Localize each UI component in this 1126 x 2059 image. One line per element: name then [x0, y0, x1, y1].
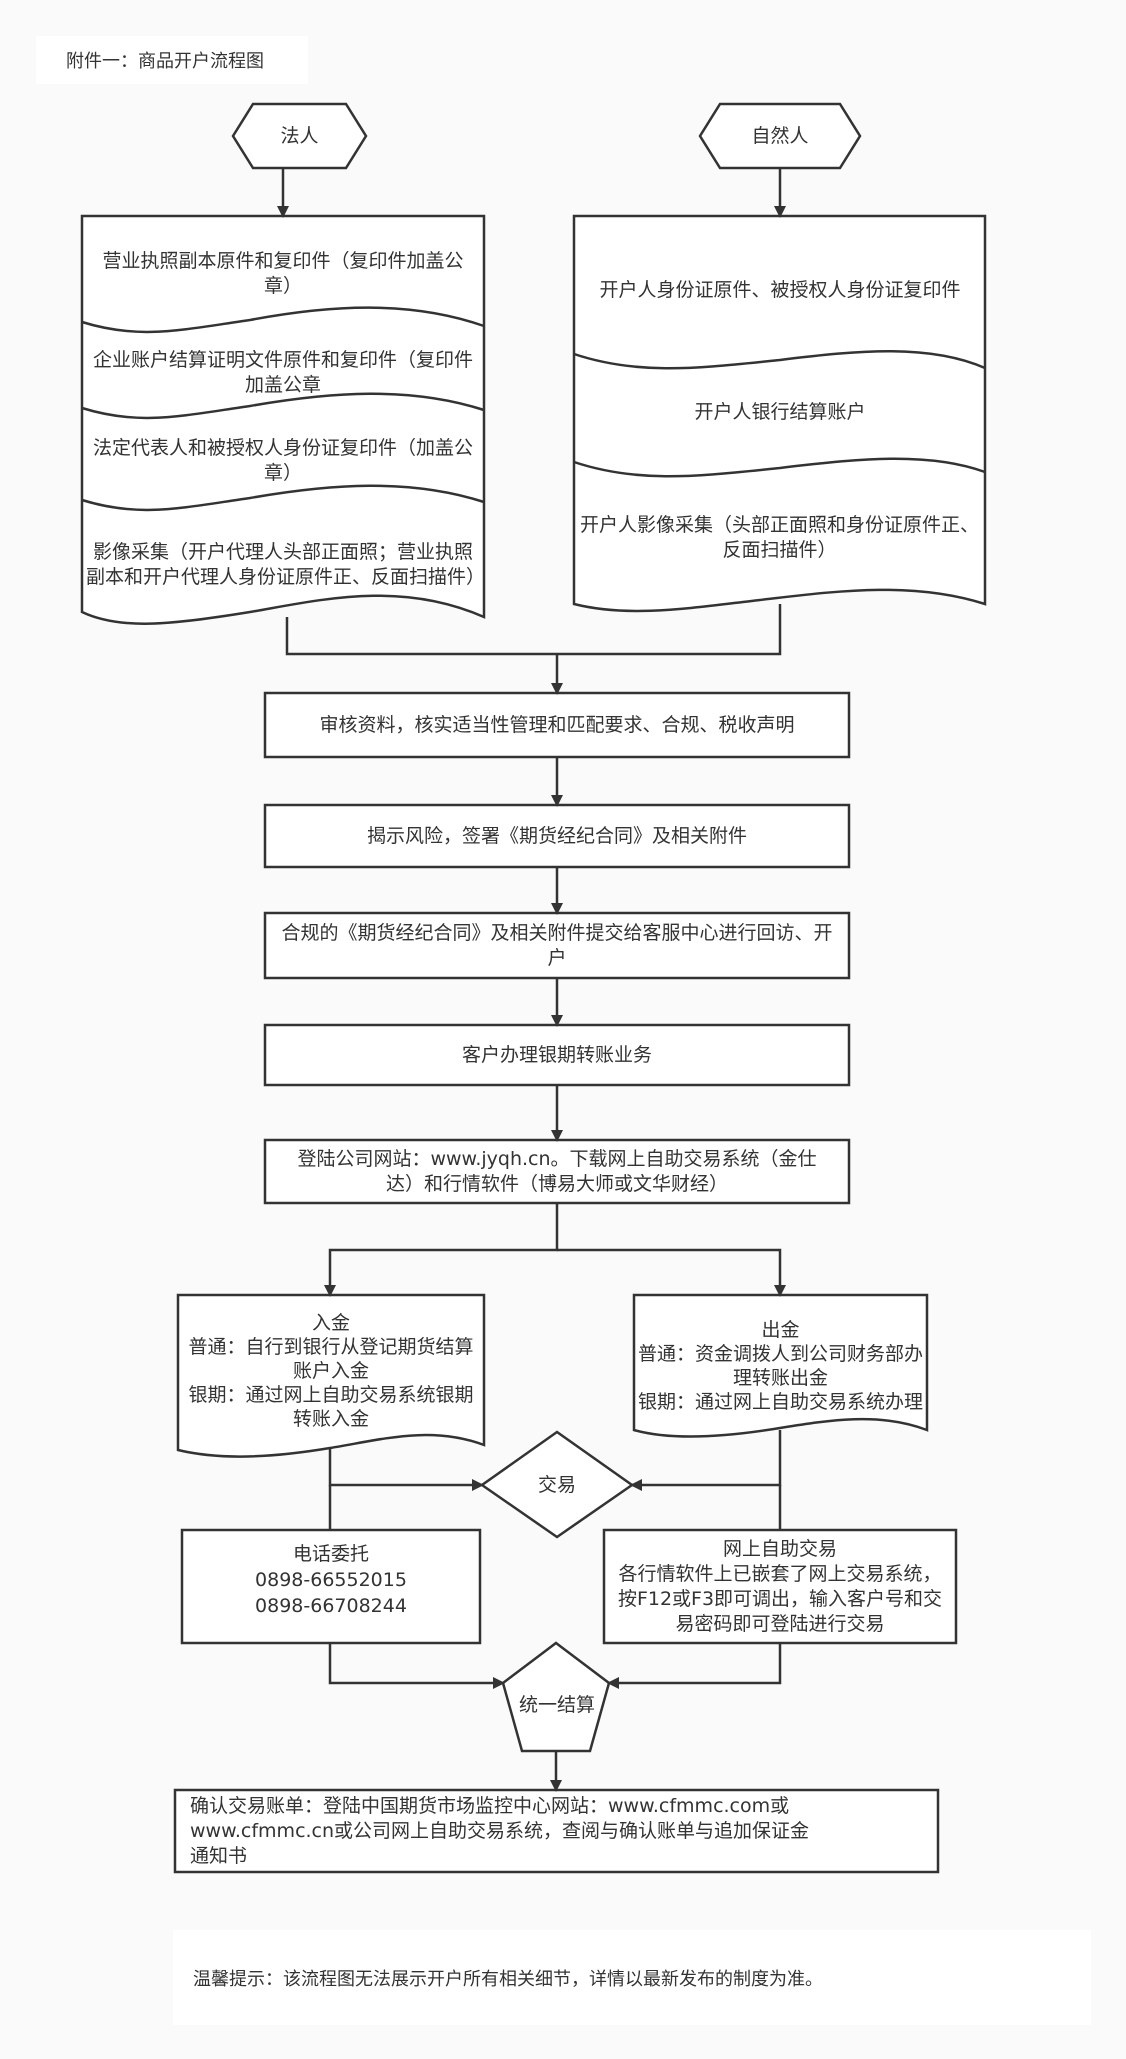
online-order-text: 网上自助交易 各行情软件上已嵌套了网上交易系统，按F12或F3即可调出，输入客户… — [616, 1532, 944, 1642]
legal-doc-id-copies: 法定代表人和被授权人身份证复印件（加盖公章） — [92, 437, 473, 484]
legal-docs-divider-2 — [81, 392, 485, 420]
natural-docs-stack — [572, 214, 987, 613]
bank-transfer-box — [263, 1023, 851, 1087]
natural-doc-image-capture: 开户人影像采集（头部正面照和身份证原件正、反面扫描件） — [579, 514, 979, 561]
legal-doc-account-proof: 企业账户结算证明文件原件和复印件（复印件加盖公章 — [92, 349, 473, 396]
trade-diamond — [479, 1430, 635, 1539]
legal-docs-divider-3 — [81, 484, 485, 512]
natural-doc-id: 开户人身份证原件、被授权人身份证复印件 — [599, 278, 961, 301]
risk-box — [263, 803, 851, 869]
withdraw-line-normal: 普通：资金调拨人到公司财务部办理转账出金 — [637, 1343, 923, 1389]
online-order-title: 网上自助交易 — [722, 1538, 837, 1560]
phone-number-1: 0898-66552015 — [255, 1569, 407, 1591]
deposit-line-normal: 普通：自行到银行从登记期货结算账户入金 — [188, 1336, 474, 1382]
website-box — [263, 1138, 851, 1205]
notice-text: 温馨提示：该流程图无法展示开户所有相关细节，详情以最新发布的制度为准。 — [173, 1930, 1091, 2025]
arrow-deposit-to-trade — [328, 1448, 484, 1491]
phone-order-title: 电话委托 — [292, 1543, 369, 1565]
connector-natural-docs — [557, 604, 782, 656]
arrow-website-to-deposit — [324, 1203, 559, 1297]
phone-number-2: 0898-66708244 — [255, 1595, 407, 1617]
legal-person-hexagon — [231, 102, 368, 170]
trade-label: 交易 — [537, 1473, 576, 1496]
legal-person-label: 法人 — [280, 124, 319, 147]
withdraw-title: 出金 — [761, 1319, 800, 1341]
confirm-box — [173, 1788, 940, 1874]
legal-docs-stack — [80, 214, 486, 625]
legal-doc-business-license: 营业执照副本原件和复印件（复印件加盖公章） — [102, 250, 464, 297]
bank-transfer-label: 客户办理银期转账业务 — [461, 1043, 652, 1066]
natural-person-hexagon — [698, 102, 862, 170]
natural-docs-divider-2 — [573, 457, 986, 478]
online-order-box — [602, 1528, 958, 1645]
withdraw-doc — [632, 1293, 929, 1438]
deposit-doc — [176, 1293, 486, 1458]
withdraw-line-bank: 银期：通过网上自助交易系统办理 — [637, 1391, 923, 1413]
website-label: 登陆公司网站：www.jyqh.cn。下载网上自助交易系统（金仕达）和行情软件（… — [297, 1147, 817, 1195]
risk-label: 揭示风险，签署《期货经纪合同》及相关附件 — [366, 824, 747, 847]
legal-docs-divider-1 — [81, 306, 485, 334]
natural-person-label: 自然人 — [751, 124, 809, 147]
settlement-label: 统一结算 — [518, 1693, 595, 1716]
connector-legal-docs — [285, 617, 557, 656]
legal-doc-image-capture: 影像采集（开户代理人头部正面照；营业执照副本和开户代理人身份证原件正、反面扫描件… — [86, 541, 486, 588]
natural-doc-bank-account: 开户人银行结算账户 — [694, 400, 866, 423]
review-box — [263, 691, 851, 759]
arrow-website-to-withdraw — [557, 1248, 786, 1297]
online-order-desc: 各行情软件上已嵌套了网上交易系统，按F12或F3即可调出，输入客户号和交易密码即… — [617, 1563, 943, 1635]
confirm-label: 确认交易账单：登陆中国期货市场监控中心网站：www.cfmmc.com或www.… — [190, 1794, 810, 1867]
arrow-online-to-settlement — [607, 1643, 782, 1689]
deposit-line-bank: 银期：通过网上自助交易系统银期转账入金 — [188, 1384, 474, 1430]
submit-label: 合规的《期货经纪合同》及相关附件提交给客服中心进行回访、开户 — [281, 921, 833, 969]
deposit-text: 入金 普通：自行到银行从登记期货结算账户入金 银期：通过网上自助交易系统银期转账… — [180, 1308, 482, 1434]
deposit-title: 入金 — [311, 1312, 350, 1334]
phone-order-box — [180, 1528, 482, 1645]
natural-docs-divider-1 — [573, 350, 986, 370]
arrow-phone-to-settlement — [328, 1643, 505, 1689]
review-label: 审核资料，核实适当性管理和匹配要求、合规、税收声明 — [319, 713, 795, 736]
submit-box — [263, 911, 851, 980]
diagram-caption: 附件一：商品开户流程图 — [36, 36, 308, 84]
arrow-withdraw-to-trade — [630, 1430, 782, 1491]
withdraw-text: 出金 普通：资金调拨人到公司财务部办理转账出金 银期：通过网上自助交易系统办理 — [634, 1312, 927, 1420]
phone-order-text: 电话委托 0898-66552015 0898-66708244 — [182, 1530, 480, 1630]
